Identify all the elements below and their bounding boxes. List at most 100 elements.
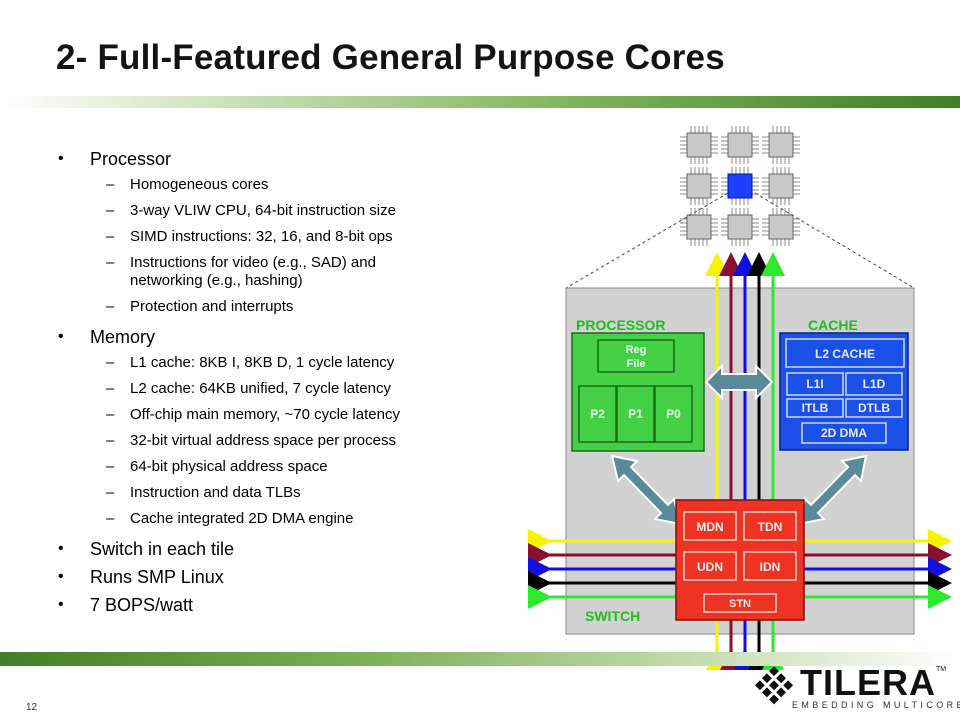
pipeline-group: P2 P1 P0 [578, 385, 693, 443]
sub-bullet-item: –Homogeneous cores [58, 176, 450, 194]
sub-bullet-text: 64-bit physical address space [130, 458, 328, 475]
network-label: MDN [696, 520, 723, 534]
pipeline-box [616, 385, 655, 443]
sub-bullet-text: Homogeneous cores [130, 176, 269, 193]
sub-bullet-dash: – [106, 298, 115, 315]
dma-label: 2D DMA [821, 426, 867, 440]
logo-trademark: TM [936, 666, 947, 673]
sub-bullet-dash: – [106, 380, 115, 397]
bullet-dot-icon: • [58, 596, 64, 613]
sub-bullet-text: Instruction and data TLBs [130, 484, 301, 501]
top-gradient-bar [0, 96, 960, 108]
sub-bullet-item: –SIMD instructions: 32, 16, and 8-bit op… [58, 228, 450, 246]
bullet-dot-icon: • [58, 150, 64, 167]
highlighted-tile [727, 173, 753, 199]
dtlb-box [845, 398, 903, 418]
l1d-label: L1D [863, 377, 886, 391]
logo-tagline: EMBEDDING MULTICORE [792, 700, 960, 710]
l1i-box [786, 372, 844, 396]
sub-bullet-dash: – [106, 432, 115, 449]
zoom-line-right [754, 192, 915, 289]
l1i-label: L1I [806, 377, 823, 391]
bottom-gradient-bar [0, 652, 960, 666]
sub-bullet-text: Protection and interrupts [130, 298, 294, 315]
network-label: IDN [760, 560, 781, 574]
sub-bullet-item: –Instructions for video (e.g., SAD) and … [58, 254, 450, 290]
sub-bullet-dash: – [106, 228, 115, 245]
pipeline-label: P2 [590, 407, 605, 421]
tile [768, 173, 794, 199]
proc-cache-arrow [704, 363, 774, 401]
l1d-box [845, 372, 903, 396]
itlb-box [786, 398, 844, 418]
bullet-dot-icon: • [58, 568, 64, 585]
sub-bullet-dash: – [106, 458, 115, 475]
page-title: 2- Full-Featured General Purpose Cores [56, 38, 725, 77]
bullet-item: • Switch in each tile [58, 538, 478, 560]
sub-bullet-text: 3-way VLIW CPU, 64-bit instruction size [130, 202, 396, 219]
sub-bullet-text: Off-chip main memory, ~70 cycle latency [130, 406, 400, 423]
sub-bullet-text: 32-bit virtual address space per process [130, 432, 396, 449]
sub-bullet-text: Instructions for video (e.g., SAD) and n… [130, 254, 376, 289]
bullet-text: Switch in each tile [90, 539, 235, 559]
tile [686, 132, 712, 158]
dtlb-label: DTLB [858, 401, 890, 415]
stn-box [703, 593, 777, 613]
l2-cache-label: L2 CACHE [815, 347, 875, 361]
bullet-dot-icon: • [58, 540, 64, 557]
sub-bullet-dash: – [106, 176, 115, 193]
sub-bullet-item: –Off-chip main memory, ~70 cycle latency [58, 406, 450, 424]
pipeline-label: P0 [666, 407, 681, 421]
sub-bullet-item: –64-bit physical address space [58, 458, 450, 476]
bullet-list: •Processor–Homogeneous cores–3-way VLIW … [58, 148, 478, 622]
bullet-item: • Processor [58, 148, 478, 170]
l2-cache-box [785, 338, 905, 368]
itlb-label: ITLB [802, 401, 829, 415]
tilera-logo: TILERA TM EMBEDDING MULTICORE [752, 662, 960, 714]
bullet-item: •Memory [58, 326, 478, 348]
network-box [683, 551, 737, 581]
logo-mark-icon [754, 666, 794, 705]
sub-bullet-item: –Cache integrated 2D DMA engine [58, 510, 450, 528]
reg-file-line2: File [627, 358, 646, 370]
sub-bullet-text: Cache integrated 2D DMA engine [130, 510, 354, 527]
dma-box [801, 422, 887, 444]
sub-bullet-item: –Protection and interrupts [58, 298, 450, 316]
sub-bullet-item: –3-way VLIW CPU, 64-bit instruction size [58, 202, 450, 220]
bullet-dot-icon: • [58, 328, 64, 345]
network-label: TDN [758, 520, 783, 534]
sub-bullet-dash: – [106, 510, 115, 527]
tile-grid [680, 126, 800, 246]
reg-file-line1: Reg [626, 344, 647, 356]
cache-label: CACHE [808, 317, 858, 333]
sub-bullet-dash: – [106, 484, 115, 501]
bullet-text: 7 BOPS/watt [90, 595, 194, 615]
tile [727, 132, 753, 158]
reg-file-box [597, 339, 675, 373]
stn-label: STN [729, 598, 751, 610]
sub-bullet-item: –L1 cache: 8KB I, 8KB D, 1 cycle latency [58, 354, 450, 372]
pipeline-label: P1 [628, 407, 643, 421]
tile [686, 173, 712, 199]
sub-bullet-item: –Instruction and data TLBs [58, 484, 450, 502]
tile [768, 214, 794, 240]
sub-bullet-dash: – [106, 354, 115, 371]
sub-bullet-dash: – [106, 202, 115, 219]
network-box [743, 551, 797, 581]
sub-bullet-text: L1 cache: 8KB I, 8KB D, 1 cycle latency [130, 354, 395, 371]
pipeline-box [578, 385, 617, 443]
bullet-text: Processor [90, 149, 172, 169]
zoom-line-left [565, 192, 729, 289]
tile [727, 214, 753, 240]
network-box [683, 511, 737, 541]
pipeline-box [654, 385, 693, 443]
bullet-text: Runs SMP Linux [90, 567, 224, 587]
sub-bullet-item: –L2 cache: 64KB unified, 7 cycle latency [58, 380, 450, 398]
sub-bullet-text: SIMD instructions: 32, 16, and 8-bit ops [130, 228, 393, 245]
logo-wordmark: TILERA [800, 662, 936, 703]
bullet-item: • Runs SMP Linux [58, 566, 478, 588]
switch-label: SWITCH [585, 608, 640, 624]
sub-bullet-text: L2 cache: 64KB unified, 7 cycle latency [130, 380, 391, 397]
